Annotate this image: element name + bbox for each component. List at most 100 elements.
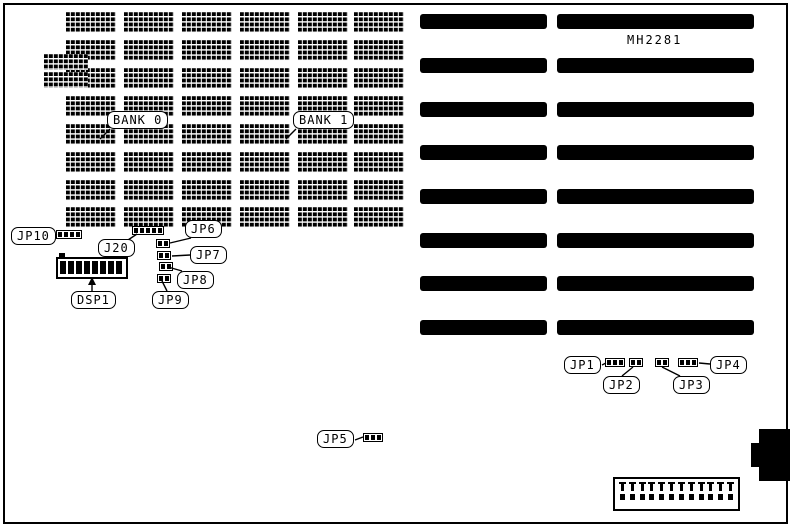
memory-chip xyxy=(124,40,174,61)
connector-pin xyxy=(658,482,666,491)
expansion-slot xyxy=(557,276,754,291)
connector-pin xyxy=(677,482,685,491)
memory-chip xyxy=(240,40,290,61)
connector-pin xyxy=(726,482,734,491)
memory-chip xyxy=(298,40,348,61)
memory-chip xyxy=(240,12,290,33)
memory-chip xyxy=(182,124,232,145)
memory-chip xyxy=(240,207,290,228)
dsp-pin xyxy=(76,261,82,274)
jumper-pins xyxy=(629,358,643,367)
jumper-pins xyxy=(156,239,170,248)
dsp-pin xyxy=(100,261,106,274)
label-dsp1: DSP1 xyxy=(71,291,116,309)
part-number-label: MH2281 xyxy=(627,33,683,47)
jumper-pin xyxy=(167,264,171,269)
jumper-pin xyxy=(165,276,169,281)
jumper-pins xyxy=(157,274,171,283)
expansion-slot xyxy=(557,145,754,160)
connector-pin xyxy=(717,482,725,491)
jumper-pin xyxy=(657,360,661,365)
label-jp1: JP1 xyxy=(564,356,601,374)
jumper-pin xyxy=(631,360,635,365)
jumper-pin xyxy=(365,435,369,440)
jumper-pins xyxy=(132,226,164,235)
memory-chip xyxy=(182,96,232,117)
connector-pad xyxy=(629,494,635,500)
jumper-pin xyxy=(58,232,62,237)
label-jp3: JP3 xyxy=(673,376,710,394)
expansion-slot xyxy=(557,233,754,248)
memory-chip xyxy=(124,207,174,228)
memory-chip xyxy=(124,180,174,201)
memory-chip xyxy=(66,180,116,201)
connector-pin xyxy=(628,482,636,491)
memory-chip xyxy=(182,68,232,89)
dsp1-component xyxy=(56,253,128,279)
memory-chip xyxy=(124,12,174,33)
jumper-pin xyxy=(692,360,696,365)
connector-pin xyxy=(668,482,676,491)
jumper-pin xyxy=(134,228,138,233)
jumper-pins xyxy=(678,358,698,367)
jumper-pin xyxy=(377,435,381,440)
jumper-pin xyxy=(146,228,150,233)
memory-chip xyxy=(354,68,404,89)
label-jp8: JP8 xyxy=(177,271,214,289)
memory-chip xyxy=(354,152,404,173)
pin1-marker xyxy=(59,253,65,257)
memory-chip xyxy=(66,96,116,117)
label-bank0: BANK 0 xyxy=(107,111,169,129)
expansion-slot xyxy=(420,102,547,117)
connector-pin xyxy=(707,482,715,491)
label-jp5: JP5 xyxy=(317,430,354,448)
memory-chip xyxy=(298,152,348,173)
edge-connector-tab xyxy=(751,443,761,467)
memory-chip xyxy=(354,180,404,201)
memory-chip xyxy=(124,124,174,145)
memory-chip xyxy=(298,207,348,228)
label-jp2: JP2 xyxy=(603,376,640,394)
jumper-pin xyxy=(165,253,169,258)
connector-pad xyxy=(620,494,625,500)
connector-pad xyxy=(718,494,724,500)
dsp-pin xyxy=(60,261,66,274)
memory-chip xyxy=(298,12,348,33)
memory-chip xyxy=(240,152,290,173)
jumper-pin xyxy=(680,360,684,365)
expansion-slot xyxy=(420,320,547,335)
memory-chip xyxy=(66,207,116,228)
jumper-pins xyxy=(605,358,625,367)
memory-chip xyxy=(44,54,88,70)
memory-chip xyxy=(240,96,290,117)
expansion-slot xyxy=(557,320,754,335)
expansion-slot xyxy=(557,189,754,204)
expansion-slot xyxy=(557,58,754,73)
label-jp9: JP9 xyxy=(152,291,189,309)
jumper-pin xyxy=(140,228,144,233)
jumper-pin xyxy=(161,264,165,269)
jumper-pin xyxy=(158,241,162,246)
jumper-pin xyxy=(159,276,163,281)
expansion-slot xyxy=(420,58,547,73)
memory-chip xyxy=(354,207,404,228)
expansion-slot xyxy=(420,145,547,160)
label-jp4: JP4 xyxy=(710,356,747,374)
jumper-pin xyxy=(619,360,623,365)
expansion-slot xyxy=(557,102,754,117)
label-bank1: BANK 1 xyxy=(293,111,355,129)
jumper-pin xyxy=(371,435,375,440)
jumper-pin xyxy=(64,232,68,237)
memory-chip xyxy=(240,68,290,89)
connector-pin-row xyxy=(619,482,734,491)
jumper-pin xyxy=(686,360,690,365)
connector-pad-row xyxy=(619,494,734,500)
memory-chip xyxy=(66,12,116,33)
jumper-pin xyxy=(76,232,80,237)
memory-chip xyxy=(124,68,174,89)
jumper-pin xyxy=(637,360,641,365)
expansion-slot xyxy=(420,189,547,204)
jumper-pin xyxy=(152,228,156,233)
connector-pin xyxy=(697,482,705,491)
expansion-slot xyxy=(420,233,547,248)
